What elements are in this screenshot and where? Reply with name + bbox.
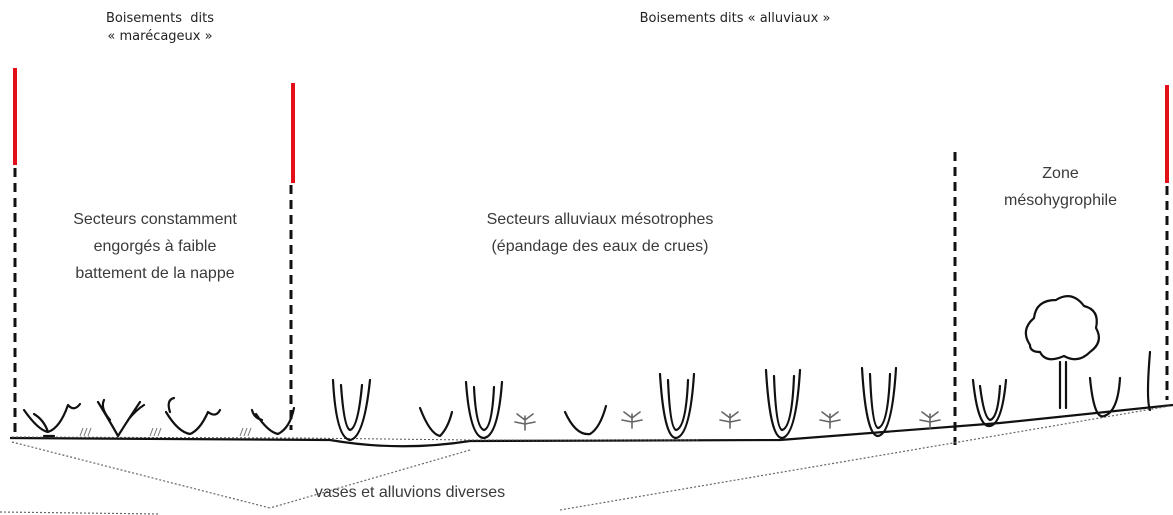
zone-mesotrophic-line2: (épandage des eaux de crues): [430, 233, 770, 260]
alluvial-shrub: [420, 408, 452, 436]
marsh-grass: [80, 428, 251, 436]
marsh-shrub: [98, 400, 144, 436]
alluvial-shrub: [862, 368, 896, 436]
fern-icon: [820, 412, 840, 428]
zone-waterlogged-label: Secteurs constamment engorgés à faible b…: [20, 206, 290, 287]
substrate-label: vases et alluvions diverses: [250, 483, 570, 503]
marsh-shrub: [24, 404, 80, 436]
zone-mesohygrophilous-line2: mésohygrophile: [958, 187, 1163, 214]
zone-mesotrophic-line1: Secteurs alluviaux mésotrophes: [430, 206, 770, 233]
ground-line: [10, 405, 1173, 446]
tree-icon: [1026, 296, 1099, 408]
marsh-vegetation: [24, 398, 294, 436]
marsh-shrub: [252, 408, 294, 434]
zone-mesotrophic-label: Secteurs alluviaux mésotrophes (épandage…: [430, 206, 770, 260]
fern-icon: [622, 412, 642, 428]
alluvial-shrub: [1148, 352, 1150, 410]
zone-waterlogged-line1: Secteurs constamment: [20, 206, 290, 233]
alluvial-shrub: [973, 380, 1006, 426]
alluvial-shrub: [466, 382, 502, 438]
alluvial-shrub: [766, 370, 800, 438]
zone-waterlogged-line3: battement de la nappe: [20, 260, 290, 287]
alluvial-shrub: [333, 380, 370, 440]
zone-waterlogged-line2: engorgés à faible: [20, 233, 290, 260]
fern-icon: [920, 412, 940, 428]
zone-mesohygrophilous-line1: Zone: [958, 160, 1163, 187]
marsh-shrub: [166, 398, 220, 434]
alluvial-shrub: [660, 374, 694, 438]
alluvial-vegetation: [333, 352, 1150, 440]
fern-icon: [720, 412, 740, 428]
fern-icon: [515, 414, 535, 430]
alluvial-shrub: [565, 406, 606, 434]
zone-mesohygrophilous-label: Zone mésohygrophile: [958, 160, 1163, 214]
